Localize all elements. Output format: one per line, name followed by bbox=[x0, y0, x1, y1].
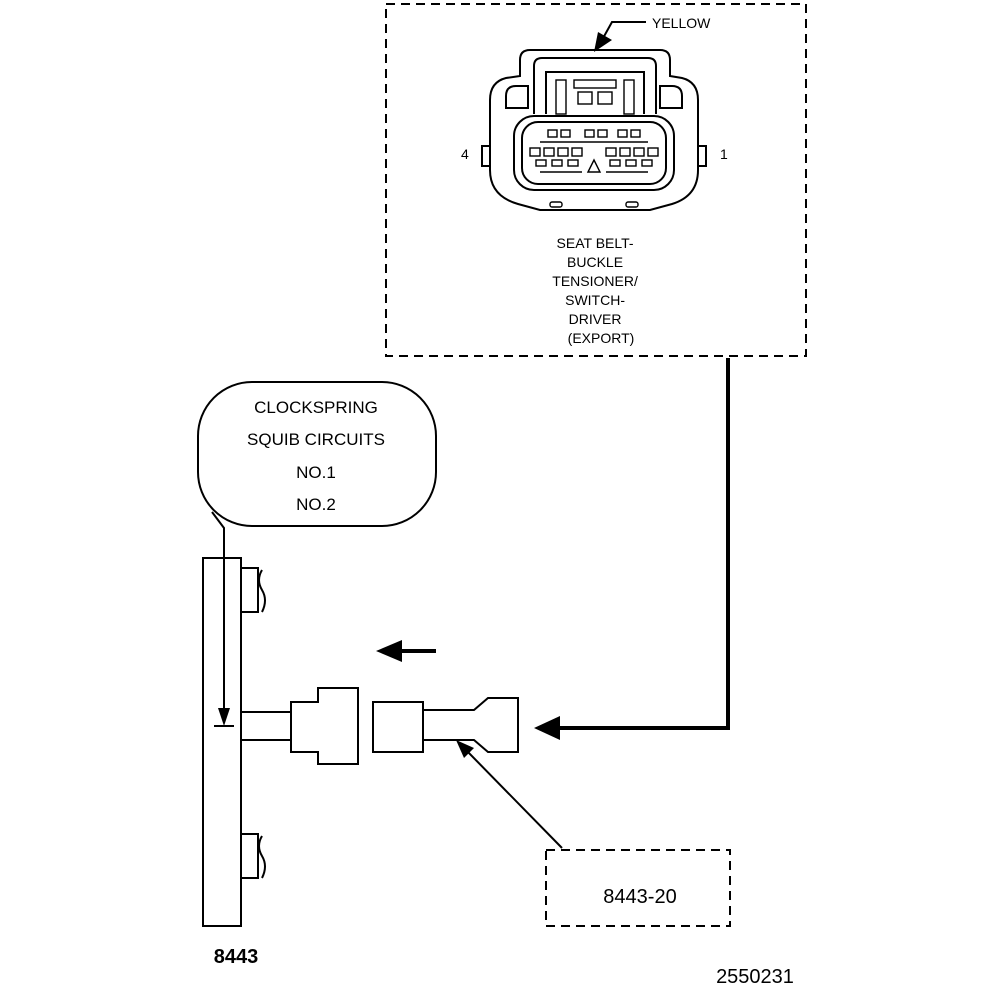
connector-caption-line: SEAT BELT- bbox=[557, 235, 634, 251]
connector-panel: YELLOW 4 1 SEAT BELT- BUCKLE TENSIONER/ … bbox=[385, 3, 807, 357]
pin-label-right: 1 bbox=[720, 146, 728, 162]
clockspring-line: NO.1 bbox=[296, 463, 336, 482]
clockspring-line: CLOCKSPRING bbox=[254, 398, 378, 417]
adapter-leader-arrowhead bbox=[456, 740, 474, 758]
adapter-label-box: 8443-20 bbox=[545, 849, 731, 927]
clockspring-line: SQUIB CIRCUITS bbox=[247, 430, 385, 449]
clockspring-box: CLOCKSPRING SQUIB CIRCUITS NO.1 NO.2 bbox=[197, 381, 437, 527]
clockspring-box-border bbox=[197, 381, 437, 527]
connector-caption-line: DRIVER bbox=[569, 311, 622, 327]
connector-face-drawing bbox=[481, 49, 707, 211]
connector-caption-line: (EXPORT) bbox=[568, 330, 635, 346]
wire-color-leader bbox=[601, 21, 646, 41]
wire-color-label: YELLOW bbox=[652, 15, 711, 31]
connection-arrowhead bbox=[534, 716, 560, 740]
adapter-label-border bbox=[545, 849, 731, 927]
wire-color-arrowhead bbox=[594, 32, 612, 52]
connector-caption-line: SWITCH- bbox=[565, 292, 625, 308]
tool-label: 8443 bbox=[214, 946, 259, 968]
adapter-leader bbox=[465, 749, 563, 849]
connection-line bbox=[556, 358, 730, 730]
adapter-label: 8443-20 bbox=[603, 886, 676, 908]
figure-id: 2550231 bbox=[716, 966, 794, 988]
adapter-plug bbox=[372, 701, 424, 753]
connector-caption-line: TENSIONER/ bbox=[552, 273, 638, 289]
tool-8443 bbox=[202, 557, 359, 927]
connector-caption: SEAT BELT- BUCKLE TENSIONER/ SWITCH- DRI… bbox=[552, 235, 641, 346]
clockspring-leader-arrowhead bbox=[218, 708, 230, 726]
connector-caption-line: BUCKLE bbox=[567, 254, 623, 270]
connector-panel-border bbox=[385, 3, 807, 357]
clockspring-line: NO.2 bbox=[296, 495, 336, 514]
pin-label-left: 4 bbox=[461, 146, 469, 162]
clockspring-leader bbox=[211, 511, 225, 714]
adapter-8443-20-drawing bbox=[372, 697, 519, 753]
tool-body bbox=[202, 557, 242, 927]
direction-arrow-icon bbox=[376, 640, 402, 662]
